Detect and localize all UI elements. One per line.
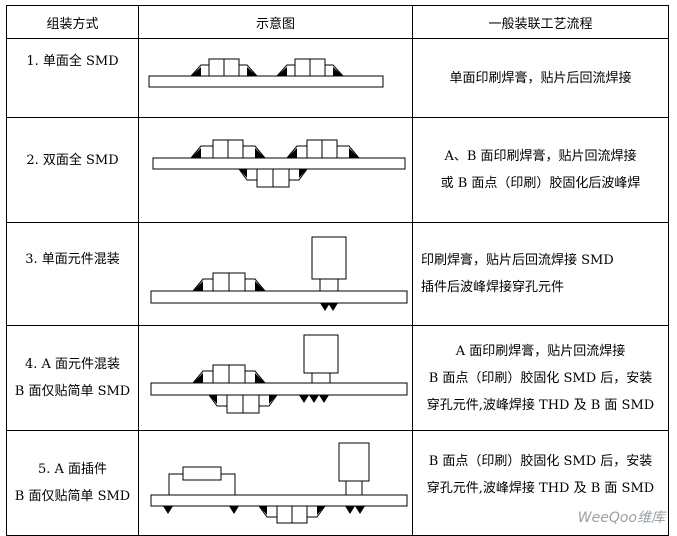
process-flow-cell: A 面印刷焊膏，贴片回流焊接 B 面点（印刷）胶固化 SMD 后，安装 穿孔元件… bbox=[412, 325, 669, 431]
through-hole-component bbox=[303, 334, 339, 384]
assembly-method-cell: 1. 单面全 SMD bbox=[6, 38, 139, 118]
process-flow-cell: A、B 面印刷焊膏，贴片回流焊接 或 B 面点（印刷）胶固化后波峰焊 bbox=[412, 117, 669, 223]
diagram-cell bbox=[138, 38, 413, 118]
table-row: 4. A 面元件混装 B 面仅贴简单 SMD bbox=[6, 325, 669, 431]
single-side-smd-diagram bbox=[148, 58, 384, 88]
solder-joints bbox=[299, 395, 329, 403]
assembly-method-label: 5. A 面插件 bbox=[37, 462, 108, 477]
process-flow-line: 印刷焊膏，贴片后回流焊接 SMD bbox=[421, 253, 614, 268]
process-flow-line: A、B 面印刷焊膏，贴片回流焊接 bbox=[444, 149, 637, 164]
table-row: 1. 单面全 SMD 单面印刷焊膏，贴片后回流焊接 bbox=[6, 38, 669, 118]
process-flow-line: 插件后波峰焊接穿孔元件 bbox=[421, 280, 565, 295]
a-side-mixed-diagram bbox=[150, 334, 408, 414]
table-row: 5. A 面插件 B 面仅贴简单 SMD bbox=[6, 430, 669, 536]
top-smd-component bbox=[189, 139, 267, 159]
process-flow-line: A 面印刷焊膏，贴片回流焊接 bbox=[455, 343, 626, 359]
header-process-flow: 一般装联工艺流程 bbox=[412, 5, 669, 39]
smd-component bbox=[191, 272, 267, 292]
assembly-method-label: 1. 单面全 SMD bbox=[26, 54, 119, 69]
process-flow-line: 单面印刷焊膏，贴片后回流焊接 bbox=[449, 70, 632, 86]
radial-through-hole-component bbox=[338, 442, 370, 496]
assembly-method-label: 3. 单面元件混装 bbox=[25, 252, 120, 267]
assembly-method-cell: 2. 双面全 SMD bbox=[6, 117, 139, 223]
through-hole-component bbox=[311, 236, 347, 311]
watermark-logo: WeeQoo维库 bbox=[577, 510, 665, 526]
process-flow-cell: 印刷焊膏，贴片后回流焊接 SMD 插件后波峰焊接穿孔元件 bbox=[412, 222, 669, 326]
single-side-mixed-diagram bbox=[150, 236, 408, 311]
diagram-cell bbox=[138, 117, 413, 223]
bottom-smd-component bbox=[258, 505, 326, 524]
assembly-method-table: 组装方式 示意图 一般装联工艺流程 1. 单面全 SMD bbox=[6, 5, 669, 536]
header-row: 组装方式 示意图 一般装联工艺流程 bbox=[6, 5, 669, 39]
assembly-method-label: B 面仅贴简单 SMD bbox=[14, 384, 131, 399]
assembly-method-cell: 3. 单面元件混装 bbox=[6, 222, 139, 326]
process-flow-line: B 面点（印刷）胶固化 SMD 后，安装 bbox=[428, 370, 653, 386]
top-smd-component bbox=[191, 364, 267, 384]
smd-component bbox=[275, 58, 345, 77]
assembly-method-cell: 5. A 面插件 B 面仅贴简单 SMD bbox=[6, 430, 139, 536]
top-smd-component bbox=[285, 139, 361, 159]
diagram-cell bbox=[138, 325, 413, 431]
assembly-method-cell: 4. A 面元件混装 B 面仅贴简单 SMD bbox=[6, 325, 139, 431]
a-side-through-hole-diagram bbox=[150, 442, 408, 524]
process-flow-line: B 面点（印刷）胶固化 SMD 后，安装 bbox=[428, 454, 653, 469]
process-flow-line: 穿孔元件,波峰焊接 THD 及 B 面 SMD bbox=[426, 397, 655, 413]
diagram-cell bbox=[138, 430, 413, 536]
smd-component bbox=[189, 58, 259, 77]
process-flow-line: 或 B 面点（印刷）胶固化后波峰焊 bbox=[440, 176, 641, 191]
assembly-method-label: 2. 双面全 SMD bbox=[26, 152, 119, 168]
table-row: 3. 单面元件混装 印刷焊膏，贴片后回流焊接 SMD 插件后波 bbox=[6, 222, 669, 326]
header-assembly-method: 组装方式 bbox=[6, 5, 139, 39]
process-flow-line: 穿孔元件,波峰焊接 THD 及 B 面 SMD bbox=[426, 481, 655, 496]
double-side-smd-diagram bbox=[152, 139, 406, 188]
process-flow-cell: B 面点（印刷）胶固化 SMD 后，安装 穿孔元件,波峰焊接 THD 及 B 面… bbox=[412, 430, 669, 536]
table-row: 2. 双面全 SMD bbox=[6, 117, 669, 223]
bottom-smd-component bbox=[208, 394, 278, 414]
process-flow-cell: 单面印刷焊膏，贴片后回流焊接 bbox=[412, 38, 669, 118]
axial-through-hole-component bbox=[168, 466, 236, 495]
assembly-method-label: B 面仅贴简单 SMD bbox=[14, 489, 131, 504]
diagram-cell bbox=[138, 222, 413, 326]
assembly-method-label: 4. A 面元件混装 bbox=[24, 357, 121, 372]
bottom-smd-component bbox=[238, 168, 308, 188]
header-diagram: 示意图 bbox=[138, 5, 413, 39]
